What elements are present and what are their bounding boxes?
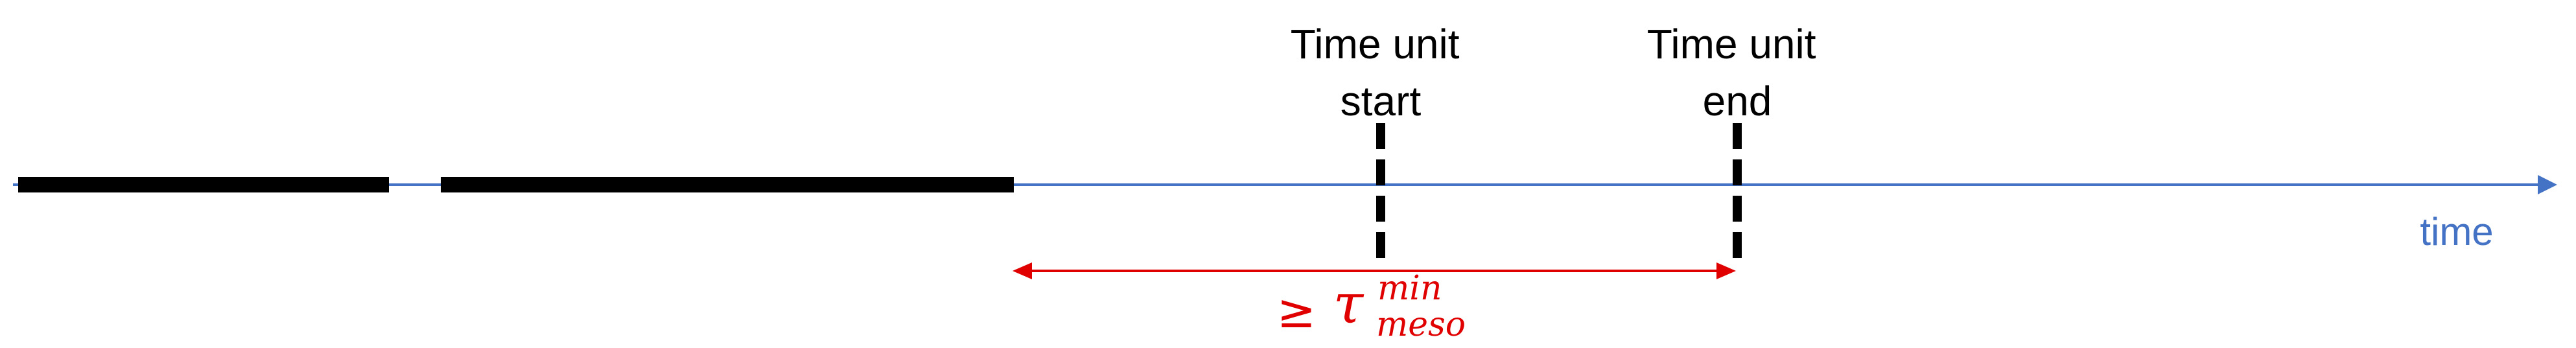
time-axis-arrowhead: [2538, 175, 2557, 194]
interval-arrowhead-right: [1716, 262, 1736, 279]
interval-arrowhead-left: [1013, 262, 1032, 279]
tau-subscript: meso: [1376, 305, 1466, 344]
time-unit-start-label-line1: Time unit: [1291, 21, 1460, 67]
activity-segment-2: [441, 177, 1014, 192]
tau-superscript: min: [1377, 269, 1442, 308]
time-unit-start-label: Time unit start: [1291, 21, 1471, 124]
time-unit-end-label-line1: Time unit: [1647, 21, 1816, 67]
activity-segment-1: [18, 177, 389, 192]
time-axis-label: time: [2420, 210, 2493, 253]
time-unit-end-label: Time unit end: [1647, 21, 1828, 124]
tau-symbol: τ: [1333, 272, 1364, 336]
time-unit-end-label-line2: end: [1703, 78, 1772, 124]
time-unit-start-label-line2: start: [1341, 78, 1422, 124]
interval-relation-symbol: ≥: [1277, 284, 1316, 338]
